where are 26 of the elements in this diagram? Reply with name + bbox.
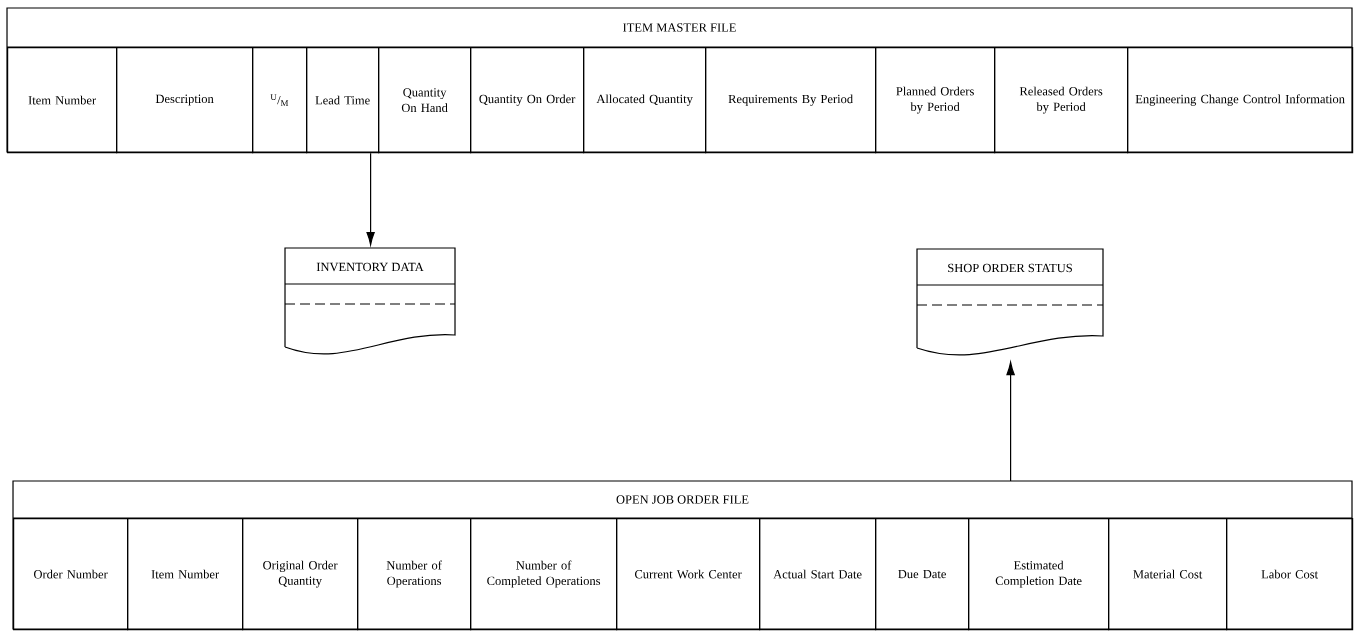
field-cell: Lead Time [306,47,380,154]
field-cell: Actual Start Date [759,518,877,631]
arrow [1006,361,1015,482]
field-cell: Quantity On Hand [378,47,472,154]
field-cell: Description [116,47,254,154]
field-cell: Requirements By Period [705,47,877,154]
field-cell: Current Work Center [616,518,761,631]
field-cell: Number of Operations [357,518,472,631]
field-cell: Due Date [875,518,970,631]
field-cell: Estimated Completion Date [968,518,1110,631]
field-cell: Original Order Quantity [242,518,359,631]
field-cell: Number of Completed Operations [470,518,618,631]
field-cell: Order Number [13,518,129,631]
field-cell: Quantity On Order [470,47,585,154]
field-cell: Item Number [7,47,118,154]
field-cell: $^{U}$/$_{M}$ [252,47,308,154]
field-cell: Planned Orders by Period [875,47,996,154]
document-symbol: INVENTORY DATA [284,247,456,355]
arrow [366,152,375,246]
field-cell: Released Orders by Period [994,47,1129,154]
field-cell: Material Cost [1108,518,1228,631]
field-cell: Labor Cost [1226,518,1354,631]
field-cell: Allocated Quantity [583,47,707,154]
field-cell: Engineering Change Control Information [1127,47,1354,154]
document-symbol: SHOP ORDER STATUS [916,248,1104,356]
field-cell: Item Number [127,518,244,631]
